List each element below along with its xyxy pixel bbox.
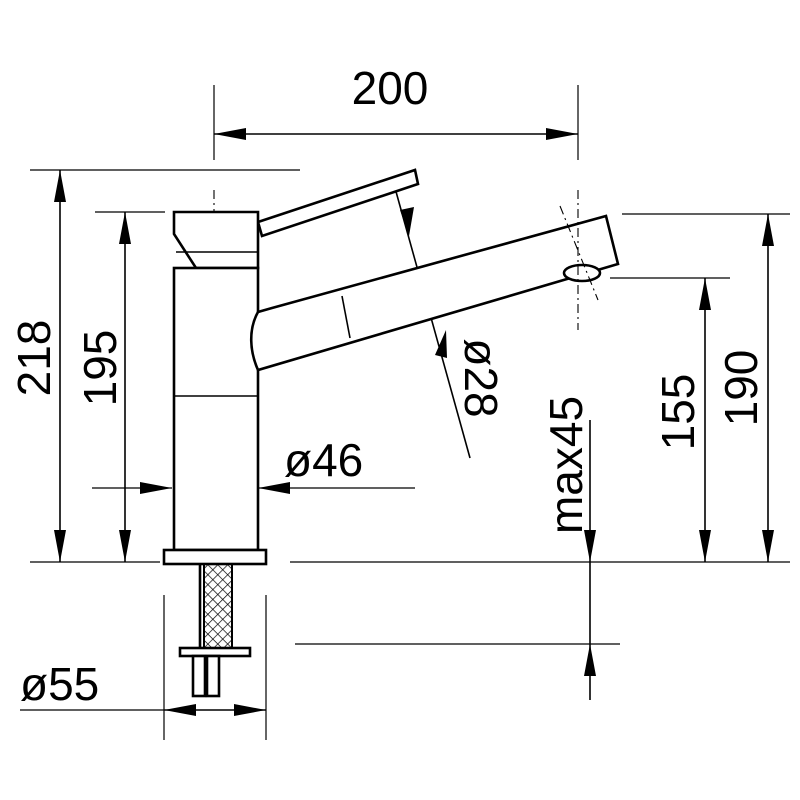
label-spout-diameter: ø28: [455, 338, 507, 417]
label-base-diameter: ø55: [20, 658, 99, 710]
handle-lever: [256, 168, 420, 238]
faucet: [162, 168, 620, 698]
label-body-height: 195: [74, 330, 126, 407]
extension-lines: [20, 85, 790, 740]
spout-aerator: [562, 263, 602, 283]
label-spout-height: 190: [715, 350, 767, 427]
handle-cap: [172, 210, 260, 270]
dimension-labels: 200 218 195 ø46 ø28 max45 155 190 ø55: [8, 62, 767, 710]
hose-end-right: [205, 654, 221, 698]
label-outlet-height: 155: [652, 374, 704, 451]
label-body-diameter: ø46: [284, 434, 363, 486]
base-plate: [162, 548, 268, 566]
label-spout-reach: 200: [352, 62, 429, 114]
dimension-arrows: [54, 128, 774, 716]
hose-end-left: [191, 654, 207, 698]
label-total-height: 218: [8, 320, 60, 397]
label-counter-thickness: max45: [540, 396, 592, 534]
spout: [249, 214, 620, 372]
threaded-shank: [203, 563, 233, 649]
faucet-body: [172, 266, 260, 552]
